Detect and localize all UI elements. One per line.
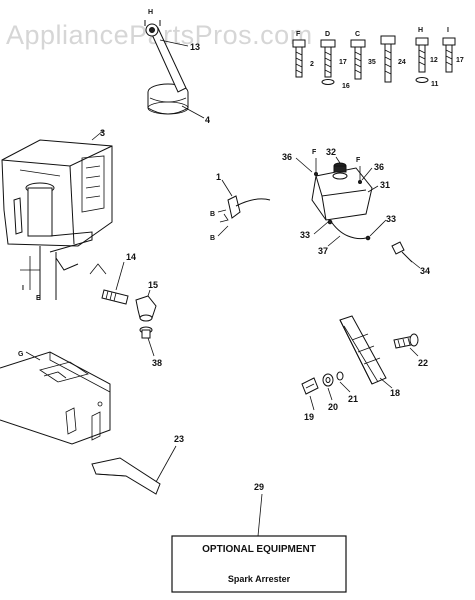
callout-32: 32 bbox=[326, 147, 336, 157]
part-34-fitting bbox=[391, 241, 413, 263]
part-18-plate bbox=[339, 315, 387, 385]
callout-16: 16 bbox=[342, 83, 350, 90]
callout-17-a: 17 bbox=[339, 59, 347, 66]
callout-15: 15 bbox=[148, 280, 158, 290]
letter-g: G bbox=[18, 351, 24, 358]
callout-2: 2 bbox=[310, 61, 314, 68]
callout-12: 12 bbox=[430, 57, 438, 64]
letter-bolt-c: C bbox=[355, 31, 360, 38]
bolt-17-b bbox=[442, 37, 456, 73]
letter-h-bolt: H bbox=[418, 27, 423, 34]
callout-38: 38 bbox=[152, 358, 162, 368]
callout-4: 4 bbox=[205, 115, 210, 125]
part-3-engine bbox=[1, 139, 113, 300]
part-38-plug bbox=[139, 326, 153, 339]
letter-f-right: F bbox=[356, 157, 361, 164]
bolt-35 bbox=[350, 39, 366, 80]
callout-1: 1 bbox=[216, 172, 221, 182]
callout-24: 24 bbox=[398, 59, 406, 66]
letter-h-top: H bbox=[148, 9, 153, 16]
callout-23: 23 bbox=[174, 434, 184, 444]
optional-equipment-item: Spark Arrester bbox=[228, 574, 291, 584]
callout-17-b: 17 bbox=[456, 57, 464, 64]
bolt-2 bbox=[292, 39, 306, 78]
part-22-screw bbox=[393, 333, 419, 349]
optional-equipment-title: OPTIONAL EQUIPMENT bbox=[202, 544, 316, 555]
callout-14: 14 bbox=[126, 252, 136, 262]
letter-i-bolt: I bbox=[447, 27, 449, 34]
letter-bolt-f: F bbox=[296, 31, 301, 38]
part-15-elbow bbox=[135, 295, 157, 322]
optional-equipment-box bbox=[171, 535, 347, 593]
letter-b-bot: B bbox=[210, 235, 215, 242]
callout-37: 37 bbox=[318, 246, 328, 256]
bolt-24 bbox=[380, 35, 396, 83]
letter-f-left: F bbox=[312, 149, 317, 156]
part-1-cable-bracket bbox=[219, 195, 271, 223]
letter-bolt-d: D bbox=[325, 31, 330, 38]
callout-22: 22 bbox=[418, 358, 428, 368]
callout-35: 35 bbox=[368, 59, 376, 66]
part-32-fuel-cap bbox=[333, 162, 347, 173]
callout-29: 29 bbox=[254, 482, 264, 492]
callout-21: 21 bbox=[348, 394, 358, 404]
letter-i-left: I bbox=[22, 285, 24, 292]
engine-base-housing bbox=[0, 351, 111, 445]
letter-e: E bbox=[36, 295, 41, 302]
callout-36-b: 36 bbox=[374, 162, 384, 172]
part-23-shield bbox=[91, 457, 161, 495]
callout-34: 34 bbox=[420, 266, 430, 276]
part-4-muffler-cap bbox=[144, 20, 189, 115]
bolt-12 bbox=[415, 37, 429, 83]
callout-31: 31 bbox=[380, 180, 390, 190]
callout-19: 19 bbox=[304, 412, 314, 422]
part-37-fuel-line bbox=[327, 219, 371, 241]
letter-b-top: B bbox=[210, 211, 215, 218]
callout-13: 13 bbox=[190, 42, 200, 52]
part-20-washer bbox=[322, 373, 334, 387]
callout-20: 20 bbox=[328, 402, 338, 412]
callout-3: 3 bbox=[100, 128, 105, 138]
callout-33-b: 33 bbox=[386, 214, 396, 224]
part-19-clip bbox=[301, 377, 319, 395]
callout-11: 11 bbox=[431, 81, 439, 88]
part-14-pipe bbox=[101, 289, 129, 305]
part-31-fuel-tank bbox=[311, 167, 373, 221]
part-21-nut bbox=[336, 371, 344, 381]
bolt-17-a bbox=[320, 39, 336, 85]
callout-18: 18 bbox=[390, 388, 400, 398]
callout-33-a: 33 bbox=[300, 230, 310, 240]
callout-36-a: 36 bbox=[282, 152, 292, 162]
